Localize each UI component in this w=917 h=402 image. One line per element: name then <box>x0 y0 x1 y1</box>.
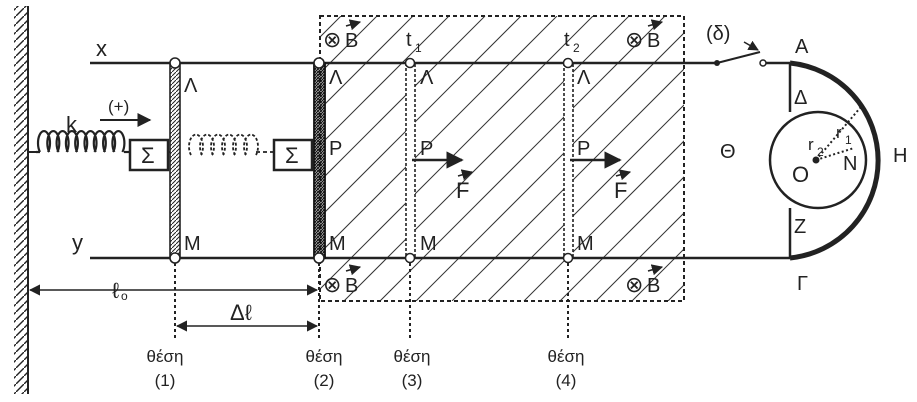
position-1-number: (1) <box>155 371 176 390</box>
rod-3-bottom-label: Μ <box>420 233 437 255</box>
position-1-word: θέση <box>147 347 184 366</box>
rod-2-top-label: Λ <box>329 67 343 89</box>
point-Delta-label: Δ <box>794 87 807 109</box>
radius-r1-subscript: 1 <box>845 133 852 147</box>
natural-length-subscript: o <box>121 289 128 303</box>
point-Gamma-label: Γ <box>797 273 808 295</box>
point-N-label: Ν <box>843 153 857 175</box>
mass-1-label: Σ <box>141 143 155 168</box>
radius-r2-label: r <box>808 135 814 154</box>
field-label-top-left: B <box>345 30 358 52</box>
spring <box>28 130 130 154</box>
time-label-t1-subscript: 1 <box>415 41 422 55</box>
rod-1-top-label: Λ <box>184 75 198 97</box>
rod-3-mid-label: Ρ <box>420 138 433 160</box>
position-3-number: (3) <box>402 371 423 390</box>
rod-4-bottom-label: Μ <box>577 233 594 255</box>
field-symbol-bottom-right: ⊗ <box>625 272 643 297</box>
field-symbol-top-right: ⊗ <box>625 27 643 52</box>
point-H-label: Η <box>893 145 907 167</box>
vector-arrows <box>345 19 664 276</box>
radius-r1-label: r <box>836 123 842 142</box>
rod-1-bottom-label: Μ <box>184 233 201 255</box>
radius-r2-subscript: 2 <box>817 145 824 159</box>
position-4-number: (4) <box>556 371 577 390</box>
time-label-t1: t <box>406 29 412 51</box>
wall <box>14 6 29 394</box>
field-label-top-right: B <box>647 30 660 52</box>
spring-stretched <box>188 133 274 156</box>
rod-position-2 <box>313 57 326 264</box>
mass-1 <box>128 138 170 172</box>
natural-length-label: ℓ <box>112 278 120 303</box>
point-Z-label: Ζ <box>794 216 806 238</box>
rail-bottom-label: y <box>72 230 83 255</box>
rod-4-mid-label: Ρ <box>577 138 590 160</box>
mass-2-label: Σ <box>285 143 299 168</box>
switch <box>714 40 790 67</box>
semicircle-circuit <box>768 60 881 261</box>
force-label-4: F <box>614 178 627 203</box>
position-3-word: θέση <box>394 347 431 366</box>
rod-4-top-label: Λ <box>577 67 591 89</box>
dimension-lines <box>28 263 569 340</box>
rod-position-1 <box>169 57 181 264</box>
point-A-label: Α <box>795 36 809 58</box>
point-Theta-label: Θ <box>720 141 736 163</box>
force-label-3: F <box>456 178 469 203</box>
rod-3-top-label: Λ <box>420 67 434 89</box>
field-label-bottom-right: B <box>647 275 660 297</box>
time-label-t2: t <box>564 29 570 51</box>
switch-label: (δ) <box>706 23 730 45</box>
rod-2-mid-label: Ρ <box>329 138 342 160</box>
position-4-word: θέση <box>548 347 585 366</box>
positive-direction-label: (+) <box>108 97 129 116</box>
time-label-t2-subscript: 2 <box>573 41 580 55</box>
spring-constant-label: k <box>66 112 78 137</box>
mass-2 <box>272 138 314 172</box>
rail-top-label: x <box>96 36 107 61</box>
field-symbol-bottom-left: ⊗ <box>323 272 341 297</box>
position-2-number: (2) <box>314 371 335 390</box>
rod-2-bottom-label: Μ <box>329 233 346 255</box>
delta-length-label: Δℓ <box>230 300 253 325</box>
center-O-label: Ο <box>792 162 809 187</box>
field-label-bottom-left: B <box>345 275 358 297</box>
field-symbol-top-left: ⊗ <box>323 27 341 52</box>
position-2-word: θέση <box>306 347 343 366</box>
